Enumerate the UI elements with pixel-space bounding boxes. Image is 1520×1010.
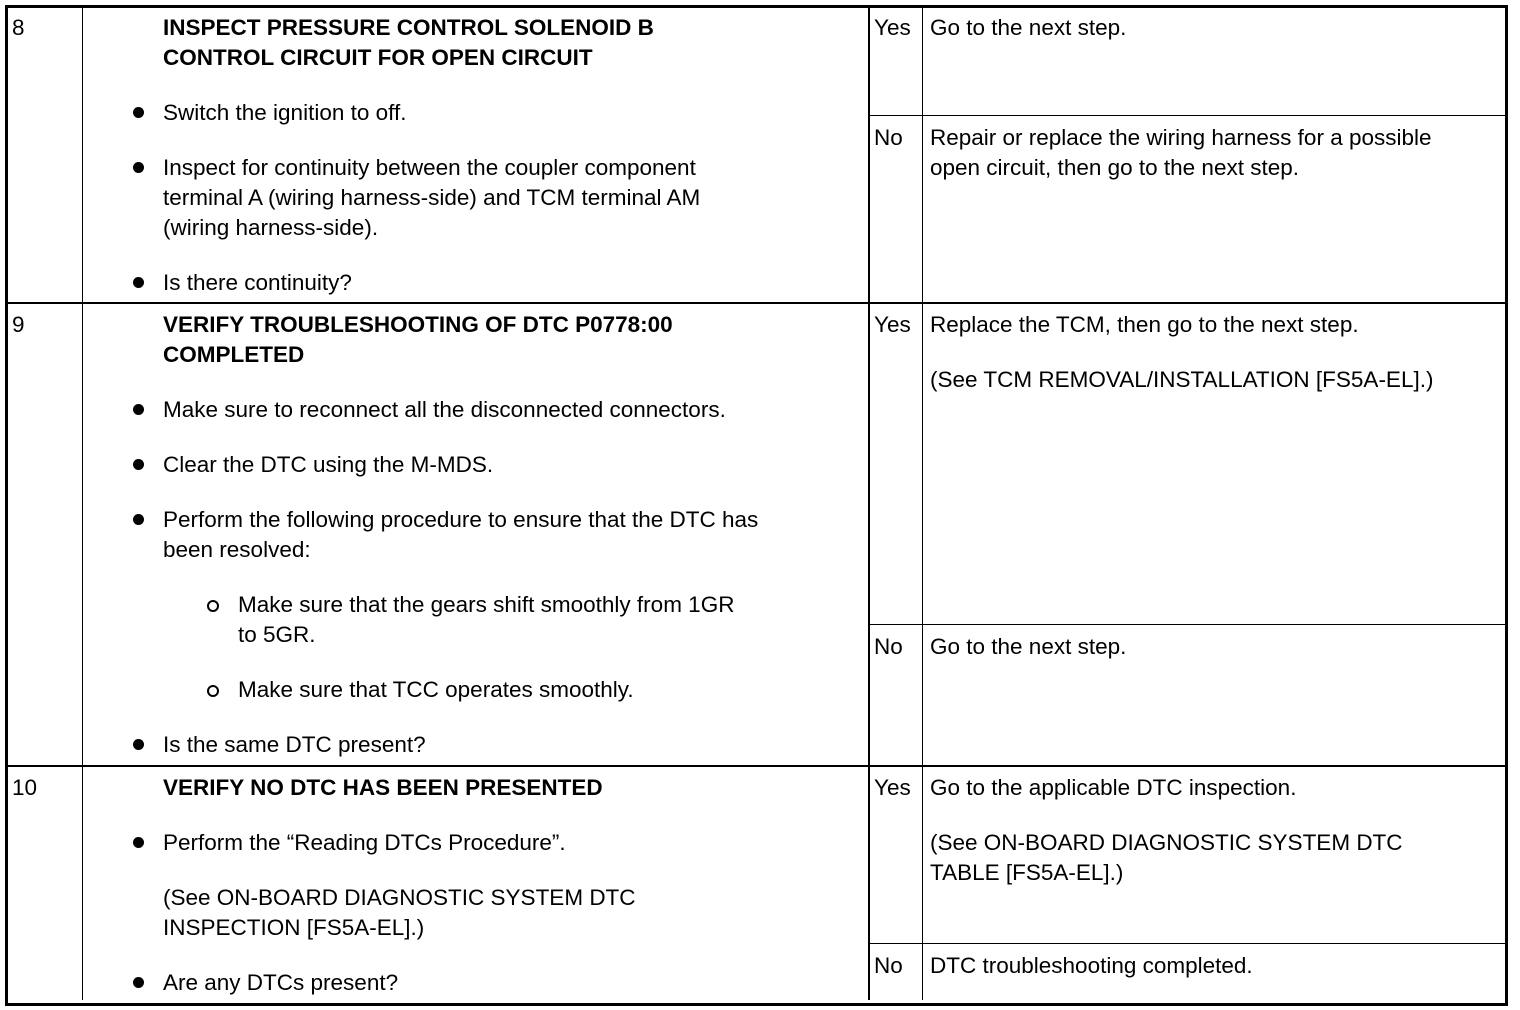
step-number: 8 [12,15,25,40]
step-item: Is there continuity? [163,270,352,295]
step-subitem: to 5GR. [238,622,316,647]
bullet-icon [133,977,144,988]
yes-no-divider [868,943,1505,944]
no-label: No [874,634,903,659]
step-item: Are any DTCs present? [163,970,399,995]
yes-label: Yes [874,775,911,800]
row-divider [8,302,1505,304]
step-item: terminal A (wiring harness-side) and TCM… [163,185,701,210]
step-note: (See ON-BOARD DIAGNOSTIC SYSTEM DTC [163,885,636,910]
no-action: DTC troubleshooting completed. [930,953,1253,978]
sub-bullet-icon [207,685,219,697]
step-item: Is the same DTC present? [163,732,426,757]
step-number: 9 [12,312,25,337]
step-note: INSPECTION [FS5A-EL].) [163,915,425,940]
yes-label: Yes [874,15,911,40]
no-action: Repair or replace the wiring harness for… [930,125,1432,150]
yes-label: Yes [874,312,911,337]
yes-action: Replace the TCM, then go to the next ste… [930,312,1359,337]
no-action: Go to the next step. [930,634,1127,659]
step-item: Inspect for continuity between the coupl… [163,155,696,180]
no-label: No [874,953,903,978]
step-item: Perform the following procedure to ensur… [163,507,759,532]
bullet-icon [133,404,144,415]
column-divider [922,8,923,1000]
step-subitem: Make sure that the gears shift smoothly … [238,592,735,617]
bullet-icon [133,514,144,525]
step-item: Clear the DTC using the M-MDS. [163,452,494,477]
step-item: Make sure to reconnect all the disconnec… [163,397,726,422]
step-title: COMPLETED [163,342,305,367]
step-subitem: Make sure that TCC operates smoothly. [238,677,634,702]
bullet-icon [133,277,144,288]
step-title: VERIFY TROUBLESHOOTING OF DTC P0778:00 [163,312,673,337]
step-title: VERIFY NO DTC HAS BEEN PRESENTED [163,775,603,800]
yes-no-divider [868,115,1505,116]
step-item: Switch the ignition to off. [163,100,407,125]
column-divider [868,8,870,1000]
yes-action-reference: (See ON-BOARD DIAGNOSTIC SYSTEM DTC [930,830,1403,855]
yes-action: Go to the applicable DTC inspection. [930,775,1297,800]
column-divider [82,8,83,1000]
step-title: CONTROL CIRCUIT FOR OPEN CIRCUIT [163,45,593,70]
bullet-icon [133,459,144,470]
yes-no-divider [868,624,1505,625]
yes-action: Go to the next step. [930,15,1127,40]
yes-action-reference: (See TCM REMOVAL/INSTALLATION [FS5A-EL].… [930,367,1434,392]
no-label: No [874,125,903,150]
yes-action-reference: TABLE [FS5A-EL].) [930,860,1124,885]
bullet-icon [133,107,144,118]
bullet-icon [133,162,144,173]
step-title: INSPECT PRESSURE CONTROL SOLENOID B [163,15,654,40]
step-item: been resolved: [163,537,311,562]
step-number: 10 [12,775,38,800]
bullet-icon [133,739,144,750]
troubleshooting-table [5,5,1508,1006]
step-item: Perform the “Reading DTCs Procedure”. [163,830,566,855]
no-action: open circuit, then go to the next step. [930,155,1299,180]
bullet-icon [133,837,144,848]
step-item: (wiring harness-side). [163,215,379,240]
row-divider [8,765,1505,767]
sub-bullet-icon [207,600,219,612]
